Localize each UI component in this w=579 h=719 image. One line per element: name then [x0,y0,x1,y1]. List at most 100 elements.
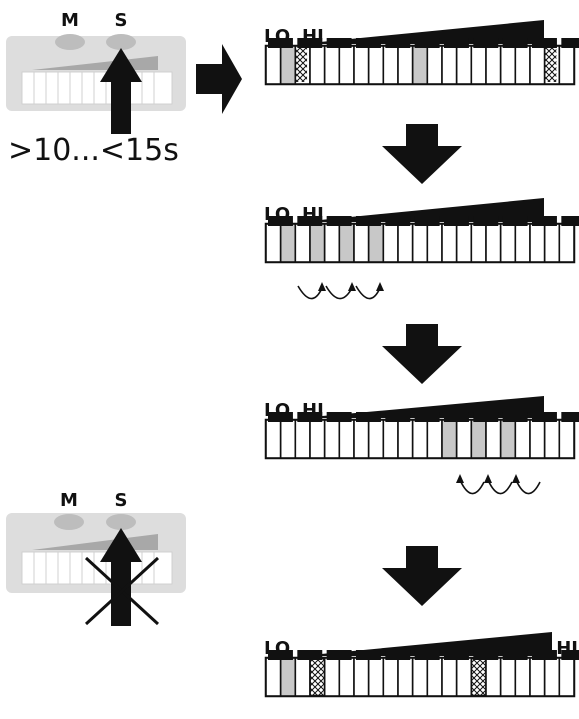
key [367,223,385,263]
key [309,45,326,85]
key-top-tab [532,38,557,48]
device-bottom-m-label: M [60,490,78,511]
key-top-tab [414,650,440,660]
key [426,419,443,459]
key-top-tab [502,650,528,660]
device-top-button-m[interactable] [55,34,85,50]
key-top-tab [473,650,499,660]
key [309,223,326,263]
key [485,45,502,85]
key [455,223,473,263]
key-top-tab [473,412,499,422]
key [558,657,575,697]
key [543,657,561,697]
key [529,223,546,263]
key [338,419,355,459]
key-top-tab [326,216,352,226]
key [529,657,546,697]
key [265,657,282,697]
key [382,419,399,459]
hold-duration-text: >10...<15s [8,133,179,168]
transition-arrows-step2 [297,282,384,300]
key [411,223,429,263]
key-top-tab [356,38,381,48]
key [470,657,487,697]
key-top-tab [268,650,293,660]
key-top-tab [414,38,440,48]
key [558,45,575,85]
key-top-tab [356,412,381,422]
curved-arrow-icon [487,479,513,495]
key-top-tab [502,216,528,226]
key [397,419,414,459]
key-top-tab [444,650,469,660]
device-bottom-button-s[interactable] [106,514,136,530]
key [279,45,297,85]
key [353,223,370,263]
key [279,657,297,697]
key [382,45,399,85]
key [353,419,370,459]
key [558,223,575,263]
key [514,657,531,697]
curved-arrow-icon [459,479,485,495]
curved-arrow-icon [515,479,541,495]
key-top-tab [297,412,323,422]
key [265,45,282,85]
key-top-tab [561,412,579,422]
key-top-tab [532,412,557,422]
key [441,657,458,697]
key [367,657,385,697]
key-top-tab [414,216,440,226]
device-top-button-s[interactable] [106,34,136,50]
curved-arrow-head [376,282,384,291]
key [294,657,311,697]
key [426,45,443,85]
curved-arrow-icon [355,285,381,300]
key [265,419,282,459]
curved-arrow-head [484,474,492,483]
key [382,657,399,697]
key [499,45,517,85]
device-top: M S >10...<15s [6,10,186,168]
key [514,45,531,85]
key [529,419,546,459]
key [279,419,297,459]
key [441,223,458,263]
key [323,419,341,459]
key [353,657,370,697]
key [426,657,443,697]
key [529,45,546,85]
down-arrow-icon-1 [382,124,462,184]
key [499,657,517,697]
key [323,45,341,85]
key [397,657,414,697]
key [279,223,297,263]
key-top-tab [297,650,323,660]
key [323,657,341,697]
key-top-tab [385,216,411,226]
device-bottom-button-m[interactable] [54,514,84,530]
key-top-tab [444,38,469,48]
key-top-tab [356,650,381,660]
key [543,223,561,263]
key-top-tab [561,38,579,48]
key-top-tab [385,412,411,422]
device-bottom: M S [6,490,186,626]
curved-arrow-head [318,282,326,291]
key [455,419,473,459]
device-top-keyboard [21,71,173,105]
key-hatch-edge [295,48,308,82]
key [367,419,385,459]
key-top-tab [326,412,352,422]
key-top-tab [297,38,323,48]
key [309,657,326,697]
key-top-tab [356,216,381,226]
curved-arrow-head [512,474,520,483]
key-top-tab [473,38,499,48]
key [397,223,414,263]
